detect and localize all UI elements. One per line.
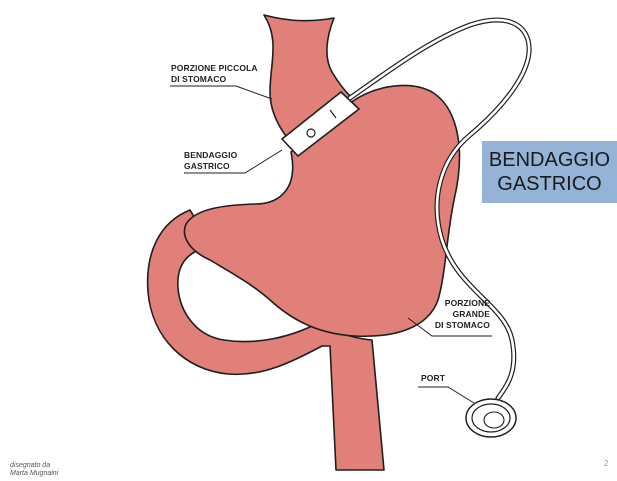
title-box-line2: GASTRICO: [482, 172, 617, 196]
label-large-stomach: PORZIONE GRANDE DI STOMACO: [432, 298, 490, 331]
label-large-stomach-line3: DI STOMACO: [432, 320, 490, 331]
label-small-stomach-line1: PORZIONE PICCOLA: [171, 63, 258, 74]
credit-line2: Marta Mugnaini: [10, 470, 58, 478]
leader-port: [418, 387, 474, 403]
label-band: BENDAGGIO GASTRICO: [184, 150, 237, 172]
label-small-stomach-line2: DI STOMACO: [171, 74, 258, 85]
label-band-line2: GASTRICO: [184, 161, 237, 172]
label-large-stomach-line1: PORZIONE: [432, 298, 490, 309]
label-port: PORT: [421, 373, 445, 384]
label-band-line1: BENDAGGIO: [184, 150, 237, 161]
page-number: 2: [604, 459, 608, 468]
label-port-text: PORT: [421, 373, 445, 384]
author-credit: disegnato da Marta Mugnaini: [10, 462, 58, 478]
title-box: BENDAGGIO GASTRICO: [482, 141, 617, 203]
label-small-stomach: PORZIONE PICCOLA DI STOMACO: [171, 63, 258, 85]
title-box-line1: BENDAGGIO: [482, 148, 617, 172]
label-large-stomach-line2: GRANDE: [432, 309, 490, 320]
band-buckle: [307, 129, 315, 137]
credit-line1: disegnato da: [10, 462, 58, 470]
leader-small-stomach: [170, 86, 272, 99]
port-device: [466, 399, 516, 437]
